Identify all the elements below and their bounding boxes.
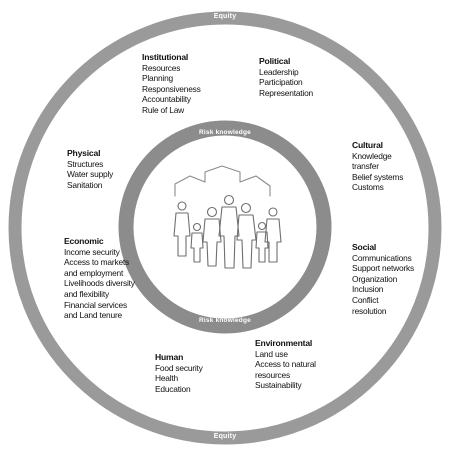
- category-physical: Physical Structures Water supply Sanitat…: [67, 148, 113, 190]
- category-social: Social Communications Support networks O…: [352, 242, 414, 316]
- category-heading: Political: [259, 56, 291, 66]
- category-heading: Institutional: [142, 52, 189, 62]
- category-institutional: Institutional Resources Planning Respons…: [142, 52, 201, 116]
- community-people-illustration: [173, 165, 282, 269]
- category-item: Participation: [259, 77, 303, 88]
- category-item: Accountability: [142, 94, 191, 105]
- category-item: Structures: [67, 158, 104, 169]
- category-item: resolution: [352, 305, 387, 316]
- category-item: Livelihoods diversity: [64, 278, 135, 289]
- category-item: Customs: [352, 182, 384, 193]
- inner-ring: [118, 120, 332, 334]
- inner-ring-label-top: Risk knowledge: [199, 129, 251, 136]
- category-item: Representation: [259, 87, 314, 98]
- outer-ring-label-top: Equity: [213, 13, 237, 20]
- outer-ring-label-bottom: Equity: [213, 433, 237, 440]
- category-political: Political Leadership Participation Repre…: [259, 56, 313, 98]
- category-item: Rule of Law: [142, 104, 185, 115]
- category-item: Financial services: [64, 299, 127, 310]
- category-heading: Environmental: [255, 338, 313, 348]
- category-item: Income security: [64, 246, 120, 257]
- category-item: and flexibility: [64, 288, 109, 299]
- category-item: Support networks: [352, 263, 414, 274]
- category-item: Access to natural: [255, 359, 316, 370]
- category-item: Health: [155, 373, 179, 384]
- category-item: Knowledge: [352, 150, 392, 161]
- category-environmental: Environmental Land use Access to natural…: [255, 338, 316, 391]
- category-heading: Human: [155, 352, 184, 362]
- category-item: and Land tenure: [64, 310, 123, 321]
- category-heading: Social: [352, 242, 377, 252]
- category-item: Inclusion: [352, 284, 384, 295]
- category-item: Leadership: [259, 66, 299, 77]
- category-cultural: Cultural Knowledge transfer Belief syste…: [352, 140, 403, 193]
- category-item: Access to markets: [64, 257, 130, 268]
- category-economic: Economic Income security Access to marke…: [64, 236, 135, 321]
- category-item: Resources: [142, 62, 181, 73]
- category-item: Communications: [352, 252, 412, 263]
- category-item: Water supply: [67, 169, 114, 180]
- category-item: Planning: [142, 73, 173, 84]
- category-item: Conflict: [352, 294, 379, 305]
- category-item: Food security: [155, 362, 203, 373]
- category-item: Sustainability: [255, 380, 302, 391]
- category-heading: Economic: [64, 236, 104, 246]
- inner-ring-label-bottom: Risk knowledge: [199, 317, 251, 324]
- category-item: Education: [155, 383, 191, 394]
- category-item: Sanitation: [67, 179, 103, 190]
- outer-ring: [8, 11, 442, 445]
- category-item: Organization: [352, 273, 398, 284]
- category-item: and employment: [64, 267, 124, 278]
- category-item: Land use: [255, 348, 288, 359]
- category-item: Belief systems: [352, 171, 404, 182]
- category-item: Responsiveness: [142, 83, 201, 94]
- category-item: resources: [255, 369, 290, 380]
- category-heading: Cultural: [352, 140, 383, 150]
- category-human: Human Food security Health Education: [155, 352, 203, 394]
- category-item: transfer: [352, 161, 379, 172]
- category-heading: Physical: [67, 148, 101, 158]
